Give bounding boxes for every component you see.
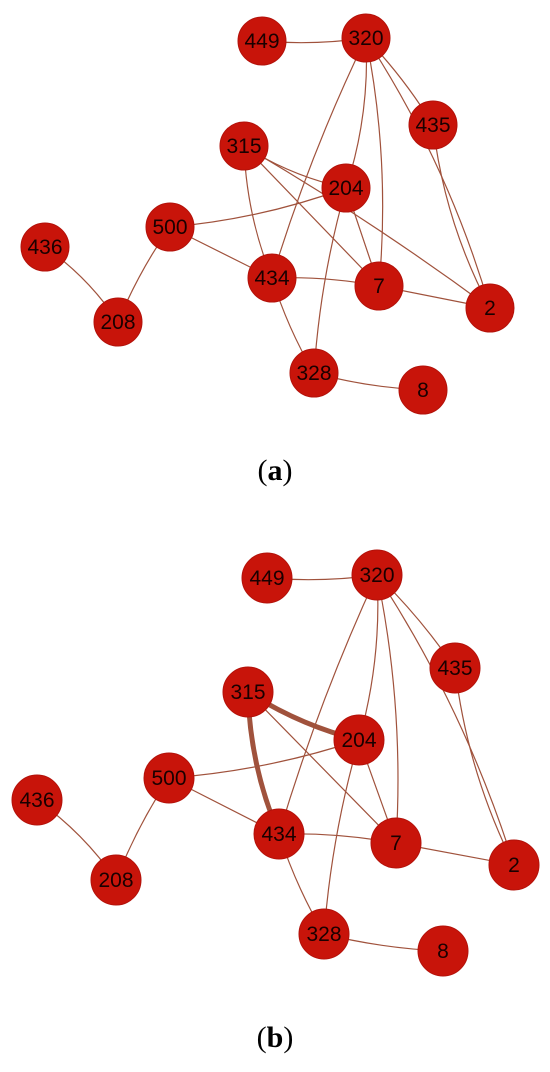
- node-label: 315: [226, 135, 261, 158]
- node-label: 436: [27, 236, 62, 259]
- node-434: 434: [247, 253, 297, 303]
- node-circle: [370, 817, 422, 869]
- node-315: 315: [222, 666, 274, 718]
- node-449: 449: [237, 16, 287, 66]
- node-208: 208: [93, 297, 143, 347]
- edge-435-2: [454, 667, 515, 866]
- panel-b-caption: (b): [257, 1021, 294, 1054]
- node-circle: [398, 365, 448, 415]
- node-7: 7: [354, 261, 404, 311]
- node-500: 500: [145, 202, 195, 252]
- panel-a-nodes: 449 320 435 315 204 500 436 434 7 2 208 328 8: [20, 13, 515, 415]
- node-circle: [90, 854, 142, 906]
- node-label: 2: [484, 297, 496, 320]
- node-320: 320: [351, 549, 403, 601]
- node-circle: [429, 642, 481, 694]
- node-208: 208: [90, 854, 142, 906]
- edge-320-434: [271, 37, 367, 279]
- edge-320-2: [376, 574, 515, 866]
- edge-315-2: [243, 145, 491, 309]
- edge-315-7: [247, 691, 397, 844]
- node-circle: [143, 752, 195, 804]
- edge-320-7: [376, 574, 399, 844]
- node-204: 204: [321, 163, 371, 213]
- node-circle: [298, 908, 350, 960]
- node-circle: [321, 163, 371, 213]
- node-circle: [289, 348, 339, 398]
- node-label: 208: [98, 869, 133, 892]
- edge-204-500: [169, 187, 347, 228]
- node-label: 315: [230, 681, 265, 704]
- node-circle: [465, 283, 515, 333]
- node-2: 2: [465, 283, 515, 333]
- node-449: 449: [241, 552, 293, 604]
- node-label: 435: [415, 114, 450, 137]
- node-label: 434: [254, 267, 289, 290]
- node-circle: [222, 666, 274, 718]
- node-435: 435: [429, 642, 481, 694]
- panel-a: 449 320 435 315 204 500 436 434 7 2 208 328 8 (a): [20, 13, 515, 487]
- node-circle: [408, 100, 458, 150]
- node-328: 328: [298, 908, 350, 960]
- node-label: 500: [152, 216, 187, 239]
- panel-b-nodes: 449 320 435 315 204 500 436 434 7 2 208 328 8: [11, 549, 540, 977]
- node-circle: [145, 202, 195, 252]
- node-circle: [237, 16, 287, 66]
- panel-b: 449 320 435 315 204 500 436 434 7 2 208 328 8 (b): [11, 549, 540, 1054]
- node-circle: [93, 297, 143, 347]
- node-320: 320: [341, 13, 391, 63]
- node-204: 204: [333, 714, 385, 766]
- node-500: 500: [143, 752, 195, 804]
- node-7: 7: [370, 817, 422, 869]
- node-circle: [488, 839, 540, 891]
- node-435: 435: [408, 100, 458, 150]
- node-label: 208: [100, 311, 135, 334]
- node-circle: [341, 13, 391, 63]
- node-circle: [11, 774, 63, 826]
- node-circle: [351, 549, 403, 601]
- node-label: 7: [390, 832, 402, 855]
- edge-320-7: [365, 37, 384, 287]
- node-label: 204: [328, 177, 363, 200]
- node-label: 320: [348, 27, 383, 50]
- node-label: 328: [296, 362, 331, 385]
- node-circle: [219, 121, 269, 171]
- node-label: 8: [417, 379, 429, 402]
- node-label: 7: [373, 275, 385, 298]
- node-label: 2: [508, 854, 520, 877]
- edge-320-434: [278, 574, 378, 835]
- node-2: 2: [488, 839, 540, 891]
- node-label: 449: [249, 567, 284, 590]
- edge-320-2: [365, 37, 491, 309]
- node-circle: [241, 552, 293, 604]
- node-circle: [354, 261, 404, 311]
- edge-204-500: [168, 739, 360, 779]
- node-label: 436: [19, 789, 54, 812]
- node-328: 328: [289, 348, 339, 398]
- node-circle: [253, 808, 305, 860]
- panel-a-caption: (a): [258, 454, 293, 487]
- node-circle: [417, 925, 469, 977]
- node-315: 315: [219, 121, 269, 171]
- node-434: 434: [253, 808, 305, 860]
- node-8: 8: [398, 365, 448, 415]
- node-label: 204: [341, 729, 376, 752]
- node-label: 435: [437, 657, 472, 680]
- node-436: 436: [11, 774, 63, 826]
- node-8: 8: [417, 925, 469, 977]
- node-label: 8: [437, 940, 449, 963]
- node-circle: [247, 253, 297, 303]
- node-label: 328: [306, 923, 341, 946]
- node-label: 449: [244, 30, 279, 53]
- node-circle: [333, 714, 385, 766]
- node-label: 434: [261, 823, 296, 846]
- node-label: 320: [359, 564, 394, 587]
- node-label: 500: [151, 767, 186, 790]
- node-circle: [20, 222, 70, 272]
- node-436: 436: [20, 222, 70, 272]
